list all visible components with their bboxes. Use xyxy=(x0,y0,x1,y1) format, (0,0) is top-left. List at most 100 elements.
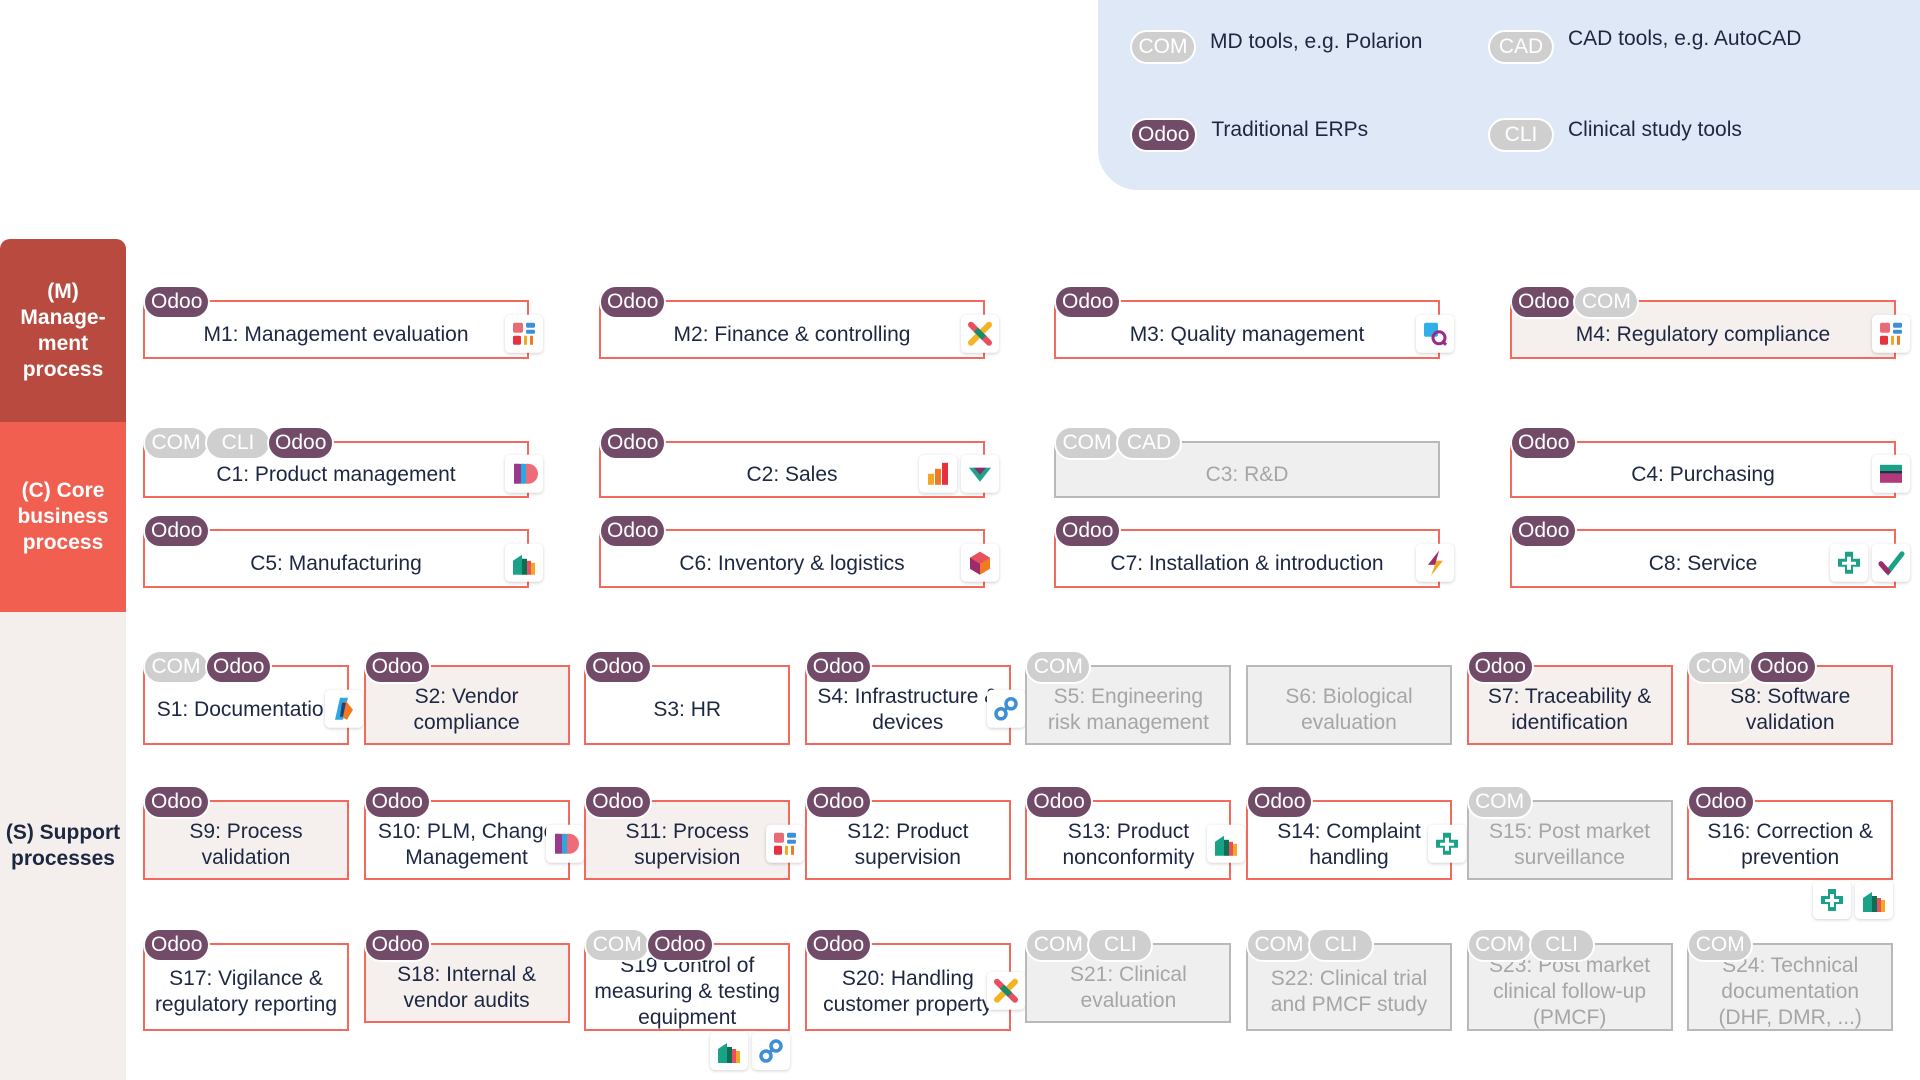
process-label: C1: Product management xyxy=(216,462,456,486)
tag-badge: CAD xyxy=(1488,30,1554,64)
tag-badge-odoo: Odoo xyxy=(1246,785,1314,819)
tag-badge-odoo: Odoo xyxy=(1510,514,1578,548)
band-label: (C) Core business process xyxy=(17,479,109,554)
tag-group: Odoo xyxy=(1466,650,1534,684)
process-label: S7: Traceability & identification xyxy=(1487,685,1652,734)
tag-badge-odoo: Odoo xyxy=(584,650,652,684)
core-band: (C) Core business process xyxy=(0,422,126,612)
process-label: S18: Internal & vendor audits xyxy=(397,963,537,1012)
app-icons xyxy=(961,543,999,582)
tag-badge-com: COM xyxy=(1054,426,1120,460)
tag-badge-odoo: Odoo xyxy=(599,426,667,460)
process-label: S22: Clinical trial and PMCF study xyxy=(1270,967,1428,1016)
legend-text: MD tools, e.g. Polarion xyxy=(1210,30,1423,53)
tag-badge-odoo: Odoo xyxy=(363,650,431,684)
process-label: S16: Correction & prevention xyxy=(1707,820,1874,869)
app-icons xyxy=(1416,543,1454,582)
tag-badge-odoo: Odoo xyxy=(143,514,211,548)
process-label: C2: Sales xyxy=(746,462,838,486)
legend-text: Clinical study tools xyxy=(1568,118,1742,141)
process-box-s19[interactable]: S19 Control of measuring & testing equip… xyxy=(584,928,791,1070)
app-icons xyxy=(710,1032,791,1070)
process-box-c2[interactable]: C2: Sales Odoo xyxy=(599,426,999,498)
tag-group: Odoo xyxy=(804,785,873,819)
legend-panel: COM MD tools, e.g. Polarion CAD CAD tool… xyxy=(1098,0,1920,190)
manufacturing-icon xyxy=(505,543,543,582)
tag-group: Odoo xyxy=(143,285,211,319)
helpdesk-icon xyxy=(1428,824,1466,863)
legend-text: Traditional ERPs xyxy=(1211,118,1369,141)
accounting-icon xyxy=(961,314,999,353)
tag-badge-cad: CAD xyxy=(1116,426,1182,460)
process-label: C3: R&D xyxy=(1205,462,1289,486)
tag-badge: CLI xyxy=(1488,118,1554,152)
app-icons xyxy=(505,314,543,353)
dashboard-icon xyxy=(505,314,543,353)
process-box-s23[interactable]: S23: Post market clinical follow-up (PMC… xyxy=(1466,928,1673,1031)
process-box-s24[interactable]: S24: Technical documentation (DHF, DMR, … xyxy=(1687,928,1894,1031)
process-box-s6[interactable]: S6: Biological evaluation xyxy=(1246,665,1452,745)
process-label: S6: Biological evaluation xyxy=(1285,685,1413,734)
tag-badge-com: COM xyxy=(1025,650,1092,684)
tag-group: Odoo xyxy=(1510,514,1578,548)
tag-badge-com: COM xyxy=(1573,285,1640,319)
tag-badge-odoo: Odoo xyxy=(584,785,652,819)
app-icons xyxy=(766,824,805,863)
process-label: C7: Installation & introduction xyxy=(1110,551,1384,575)
app-icons xyxy=(1830,543,1910,582)
tag-badge-com: COM xyxy=(1687,928,1754,962)
tag-badge-odoo: Odoo xyxy=(804,785,873,819)
app-icons xyxy=(505,543,543,582)
management-band: (M) Manage-ment process xyxy=(0,239,126,422)
crm-icon xyxy=(961,454,999,493)
tag-badge-odoo: Odoo xyxy=(804,928,873,962)
process-label: S1: Documentation xyxy=(156,698,336,721)
app-icons xyxy=(545,824,584,863)
dashboard-icon xyxy=(766,824,805,863)
tag-badge-odoo: Odoo xyxy=(205,650,273,684)
tag-group: Odoo xyxy=(1510,426,1578,460)
process-label: S12: Product supervision xyxy=(847,820,969,869)
tag-badge-odoo: Odoo xyxy=(1510,426,1578,460)
tag-badge-odoo: Odoo xyxy=(143,785,211,819)
app-icons xyxy=(1872,454,1910,493)
tag-group: Odoo xyxy=(584,785,652,819)
tag-group: COM xyxy=(1687,928,1754,962)
